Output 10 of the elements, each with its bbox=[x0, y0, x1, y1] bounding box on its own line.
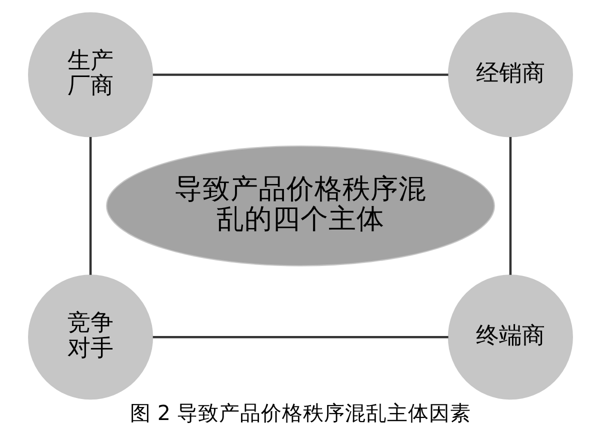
node-circle: 生产厂商 bbox=[28, 12, 153, 138]
caption: 图 2 导致产品价格秩序混乱主体因素 bbox=[129, 401, 471, 426]
node-circle: 竞争对手 bbox=[28, 274, 153, 400]
node-circle: 经销商 bbox=[447, 12, 572, 138]
node-ellipse: 导致产品价格秩序混乱的四个主体 bbox=[106, 146, 494, 266]
connector bbox=[88, 136, 92, 275]
node-circle: 终端商 bbox=[447, 274, 572, 400]
connector bbox=[152, 336, 448, 338]
connector bbox=[508, 136, 512, 275]
connector bbox=[152, 74, 448, 76]
